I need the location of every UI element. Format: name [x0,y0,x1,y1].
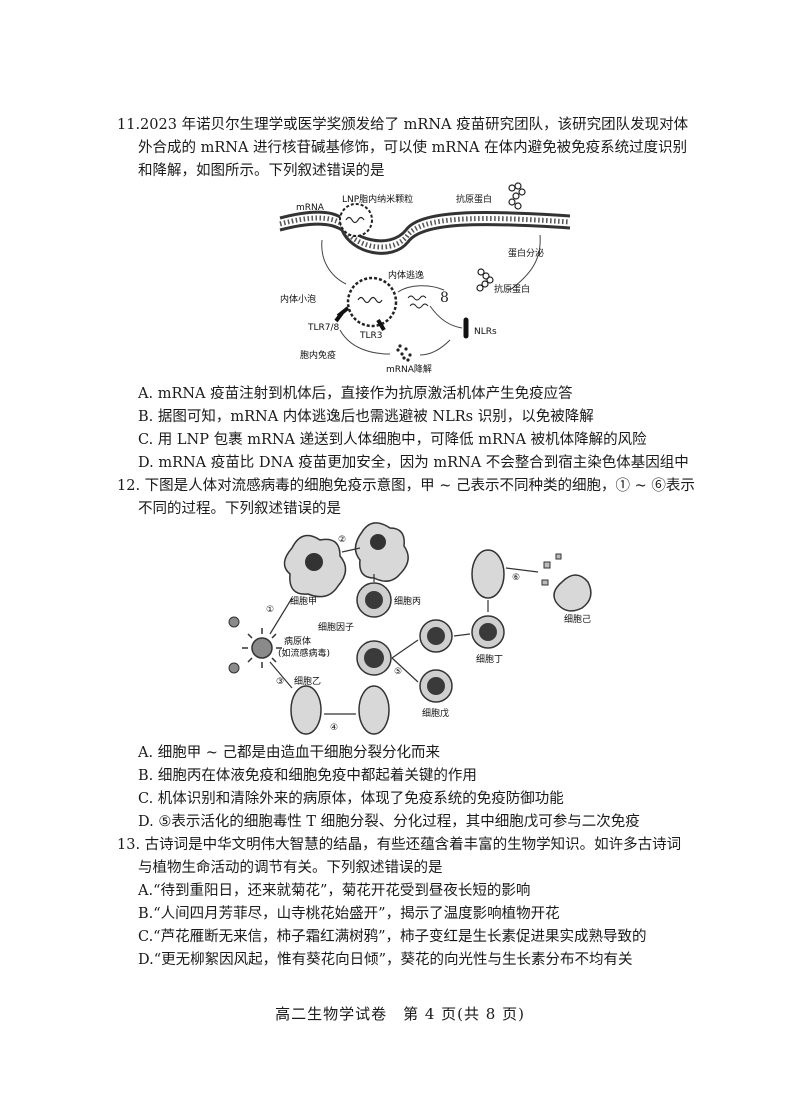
arrow-to-nlrs [429,305,463,329]
q12-stem-line-2: 不同的过程。下列叙述错误的是 [138,501,341,517]
cell-membrane-outer [279,210,571,243]
cell-activated-t-nucleus [364,648,384,668]
label-step2: ② [338,535,346,545]
label-step3: ③ [276,677,284,687]
label-endosome: 内体小泡 [280,293,316,305]
label-cell-ding: 细胞丁 [476,653,503,665]
degraded-mrna-dots [396,344,412,362]
label-step6: ⑥ [512,573,520,583]
arrow-secretion [509,234,541,291]
free-mrna [407,295,429,309]
page-footer: 高二生物学试卷 第 4 页(共 8 页) [275,1005,525,1023]
cell-yi-infected [358,685,390,735]
cell-yi [290,685,322,735]
ribosome-icon: 8 [440,290,449,306]
q13-option-d: D.“更无柳絮因风起，惟有葵花向日倾”，葵花的向光性与生长素分布不均有关 [138,952,633,968]
pathogen-virus-icon [242,628,282,668]
label-endosome-escape: 内体逃逸 [388,269,424,281]
label-antigen-mid: 抗原蛋白 [494,283,530,295]
q11-option-d: D. mRNA 疫苗比 DNA 疫苗更加安全，因为 mRNA 不会整合到宿主染色… [138,455,689,471]
label-mrna: mRNA [296,203,325,213]
endosome-vesicle [346,276,398,328]
q12-option-b: B. 细胞丙在体液免疫和细胞免疫中都起着关键的作用 [138,768,477,784]
cell-membrane-lipids [279,215,571,250]
arrow-escape [397,285,445,293]
cell-bing-nucleus [365,591,383,609]
q12-cellular-immunity-diagram: ① ② ③ ④ ⑤ ⑥ 细胞甲 细胞丙 细胞因子 病原体 (如流感病毒) 细胞乙… [228,522,592,735]
cell-ding-nucleus [479,623,497,641]
cell-target [471,549,505,599]
q11-stem-line-3: 和降解，如图所示。下列叙述错误的是 [138,163,385,179]
label-pathogen-note: (如流感病毒) [278,647,330,659]
cell-fragments [541,553,562,586]
cell-wu-nucleus [427,677,445,695]
label-cell-bing: 细胞丙 [394,595,421,607]
q13-option-a: A.“待到重阳日，还来就菊花”，菊花开花受到昼夜长短的影响 [138,883,531,899]
process-arrows [269,547,539,715]
q12-option-a: A. 细胞甲 ~ 己都是由造血干细胞分裂分化而来 [138,745,441,761]
q12-stem-line-1: 12. 下图是人体对流感病毒的细胞免疫示意图，甲 ~ 己表示不同种类的细胞，① … [117,478,695,494]
q11-mrna-vaccine-diagram: 8 mRNA LNP脂内纳米颗粒 抗原蛋白 内体逃逸 蛋白分泌 内体小泡 抗原蛋… [279,182,571,375]
q12-option-d: D. ⑤表示活化的细胞毒性 T 细胞分裂、分化过程，其中细胞戊可参与二次免疫 [138,814,640,830]
q12-option-c: C. 机体识别和清除外来的病原体，体现了免疫系统的免疫防御功能 [138,791,564,807]
label-intracellular: 胞内免疫 [300,349,336,361]
label-cell-ji: 细胞己 [564,613,591,625]
virus-small-1 [228,616,240,628]
endosome-mrna [357,296,383,304]
label-degradation: mRNA降解 [386,363,432,375]
arrow-entry [321,239,347,285]
label-lnp: LNP脂内纳米颗粒 [342,193,413,205]
cell-ji [553,574,592,612]
arrow-intracellular [339,329,391,355]
label-step5: ⑤ [394,667,402,677]
tlr78-receptor [334,306,350,323]
arrow-degradation [419,339,451,356]
tlr3-receptor [376,318,386,332]
cell-jia-activated [354,522,409,582]
label-cell-wu: 细胞戊 [422,707,449,719]
lnp-mrna-strand [345,216,365,224]
antigen-protein-mid-icon [476,268,494,292]
label-tlr3: TLR3 [359,331,383,341]
label-cell-yi: 细胞乙 [294,675,321,687]
q11-stem-line-1: 11.2023 年诺贝尔生理学或医学奖颁发给了 mRNA 疫苗研究团队，该研究团… [117,117,689,133]
q11-option-c: C. 用 LNP 包裹 mRNA 递送到人体细胞中，可降低 mRNA 被机体降解… [138,432,647,448]
cell-jia-activated-nucleus [370,534,386,550]
cell-t-clone-nucleus [427,627,445,645]
label-protein-secretion: 蛋白分泌 [508,247,544,259]
label-pathogen: 病原体 [284,635,311,647]
q13-stem-line-2: 与植物生命活动的调节有关。下列叙述错误的是 [138,860,443,876]
virus-small-2 [228,662,240,674]
q13-stem-line-1: 13. 古诗词是中华文明伟大智慧的结晶，有些还蕴含着丰富的生物学知识。如许多古诗… [117,837,682,853]
label-antigen-top: 抗原蛋白 [456,193,492,205]
label-cytokine: 细胞因子 [318,621,354,633]
lnp-nanoparticle [339,203,373,237]
q11-stem-line-2: 外合成的 mRNA 进行核苷碱基修饰，可以使 mRNA 在体内避免被免疫系统过度… [138,140,688,156]
q11-option-a: A. mRNA 疫苗注射到机体后，直接作为抗原激活机体产生免疫应答 [138,386,573,402]
antigen-protein-top-icon [508,182,526,210]
q11-option-b: B. 据图可知，mRNA 内体逃逸后也需逃避被 NLRs 识别，以免被降解 [138,409,594,425]
cell-membrane-inner [279,222,571,255]
q13-option-b: B.“人间四月芳菲尽，山寺桃花始盛开”，揭示了温度影响植物开花 [138,906,560,922]
cell-jia-nucleus [305,553,323,571]
label-tlr78: TLR7/8 [307,323,340,333]
label-cell-jia: 细胞甲 [290,595,317,607]
label-nlrs: NLRs [474,327,497,337]
label-step4: ④ [330,723,338,733]
q13-option-c: C.“芦花雁断无来信，柿子霜红满树鸦”，柿子变红是生长素促进果实成熟导致的 [138,929,647,945]
label-step1: ① [266,605,274,615]
